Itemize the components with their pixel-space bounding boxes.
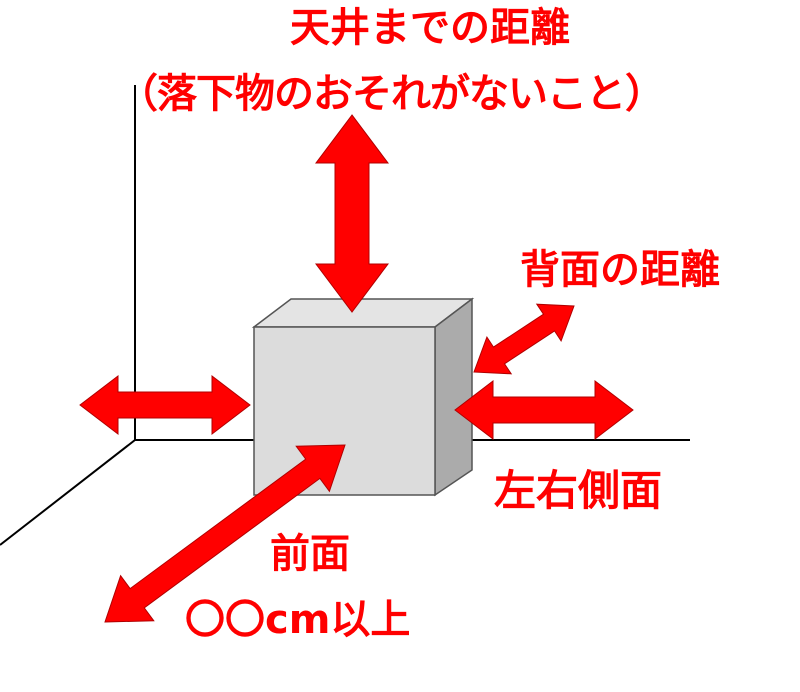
front-distance-label: 〇〇cm以上 xyxy=(185,597,411,643)
ceiling-note-label: （落下物のおそれがないこと） xyxy=(118,71,665,117)
box-side-face xyxy=(434,297,473,497)
ceiling-arrow xyxy=(315,114,389,313)
back-distance-label: 背面の距離 xyxy=(520,247,720,293)
front-label: 前面 xyxy=(270,531,350,577)
box-front-face xyxy=(253,326,436,496)
ceiling-distance-label: 天井までの距離 xyxy=(290,5,570,51)
back-arrow xyxy=(473,303,575,375)
right-side-arrow xyxy=(454,379,634,441)
floor-side-line xyxy=(0,439,136,546)
front-arrow xyxy=(104,444,346,623)
equipment-box xyxy=(251,297,475,497)
left-side-arrow xyxy=(79,374,251,436)
side-distance-label: 左右側面 xyxy=(494,466,663,515)
box-top-face xyxy=(251,298,475,328)
